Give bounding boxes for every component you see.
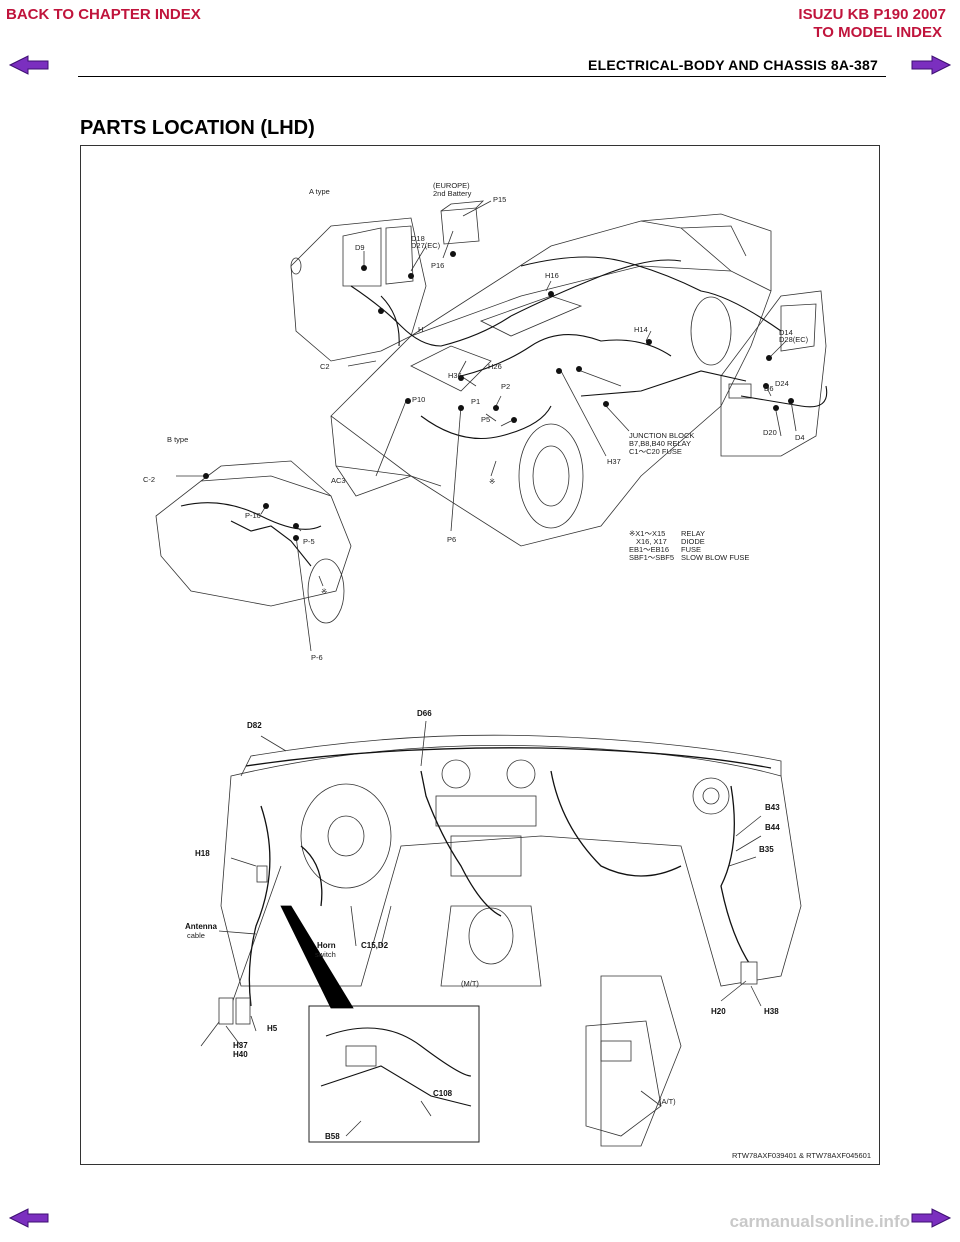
label-mt: (M/T)	[461, 979, 479, 988]
label-d4: D4	[795, 433, 805, 442]
label-star: ※	[489, 477, 495, 486]
label-d28: D28(EC)	[779, 335, 809, 344]
label-b43: B43	[765, 803, 780, 812]
label-d24: D24	[775, 379, 789, 388]
label-d27: D27(EC)	[411, 241, 441, 250]
label-p6: P6	[447, 535, 456, 544]
label-h16: H16	[545, 271, 559, 280]
figure-caption: RTW78AXF039401 & RTW78AXF045601	[732, 1151, 871, 1160]
a-type-label: A type	[309, 187, 330, 196]
next-page-arrow-icon[interactable]	[910, 55, 952, 75]
legend-code-3: SBF1～SBF5	[629, 553, 674, 562]
label-c2-b: C-2	[143, 475, 155, 484]
wiring-diagram-svg: A type (EUROPE) 2nd Battery P15 P16 D9 D…	[143, 181, 871, 1160]
label-h20: H20	[711, 1007, 726, 1016]
label-p2: P2	[501, 382, 510, 391]
label-h26: H26	[488, 362, 502, 371]
label-h36: H36	[448, 371, 462, 380]
legend-desc-3: SLOW BLOW FUSE	[681, 553, 749, 562]
junction-fuse-label: C1～C20 FUSE	[629, 447, 682, 456]
junction-block-label: JUNCTION BLOCK	[629, 431, 694, 440]
page-header-title: ELECTRICAL-BODY AND CHASSIS 8A-387	[588, 57, 878, 73]
label-b58: B58	[325, 1132, 340, 1141]
label-p10: P10	[412, 395, 425, 404]
label-horn-switch: switch	[315, 950, 336, 959]
label-p15: P15	[493, 195, 506, 204]
legend-code-1: X16, X17	[636, 537, 667, 546]
watermark: carmanualsonline.info	[729, 1212, 910, 1231]
label-h38: H38	[764, 1007, 779, 1016]
label-c2: C2	[320, 362, 330, 371]
label-b44: B44	[765, 823, 780, 832]
label-p10-b: P-10	[245, 511, 261, 520]
legend-desc-0: RELAY	[681, 529, 705, 538]
label-h40: H40	[233, 1050, 248, 1059]
label-star-b: ※	[321, 587, 327, 596]
europe-label: (EUROPE)	[433, 181, 470, 190]
label-h: H	[418, 325, 423, 334]
junction-relay-label: B7,B8,B40 RELAY	[629, 439, 691, 448]
label-b35: B35	[759, 845, 774, 854]
label-d18: D18	[411, 234, 425, 243]
label-h18: H18	[195, 849, 210, 858]
legend-code-2: EB1～EB16	[629, 545, 669, 554]
label-d20: D20	[763, 428, 777, 437]
label-d9: D9	[355, 243, 365, 252]
label-p16: P16	[431, 261, 444, 270]
label-antenna-cable: cable	[187, 931, 205, 940]
label-h37: H37	[607, 457, 621, 466]
second-battery-label: 2nd Battery	[433, 189, 472, 198]
back-to-chapter-index-link[interactable]: BACK TO CHAPTER INDEX	[6, 6, 201, 23]
label-d6: D6	[764, 384, 774, 393]
label-h5: H5	[267, 1024, 278, 1033]
previous-page-arrow-icon[interactable]	[8, 55, 50, 75]
legend-desc-1: DIODE	[681, 537, 705, 546]
label-horn: Horn	[317, 941, 336, 950]
legend-desc-2: FUSE	[681, 545, 701, 554]
label-c15-d2: C15,D2	[361, 941, 389, 950]
label-c108: C108	[433, 1089, 453, 1098]
label-p5: P5	[481, 415, 490, 424]
previous-page-arrow-bottom-icon[interactable]	[8, 1208, 50, 1228]
model-name-link[interactable]: ISUZU KB P190 2007	[798, 6, 946, 23]
b-type-label: B type	[167, 435, 188, 444]
label-p6-b: P-6	[311, 653, 323, 662]
label-d66: D66	[417, 709, 432, 718]
label-d82: D82	[247, 721, 262, 730]
next-page-arrow-bottom-icon[interactable]	[910, 1208, 952, 1228]
to-model-index-link[interactable]: TO MODEL INDEX	[813, 24, 942, 41]
label-p5-b: P-5	[303, 537, 315, 546]
label-d14: D14	[779, 328, 793, 337]
parts-location-figure: A type (EUROPE) 2nd Battery P15 P16 D9 D…	[80, 145, 880, 1165]
header-rule	[78, 76, 886, 77]
label-h37-lower: H37	[233, 1041, 248, 1050]
label-at: (A/T)	[659, 1097, 676, 1106]
legend-code-0: ※X1～X15	[629, 529, 665, 538]
label-p1: P1	[471, 397, 480, 406]
section-title: PARTS LOCATION (LHD)	[80, 117, 315, 139]
label-h14: H14	[634, 325, 648, 334]
label-antenna: Antenna	[185, 922, 218, 931]
label-ac3: AC3	[331, 476, 346, 485]
